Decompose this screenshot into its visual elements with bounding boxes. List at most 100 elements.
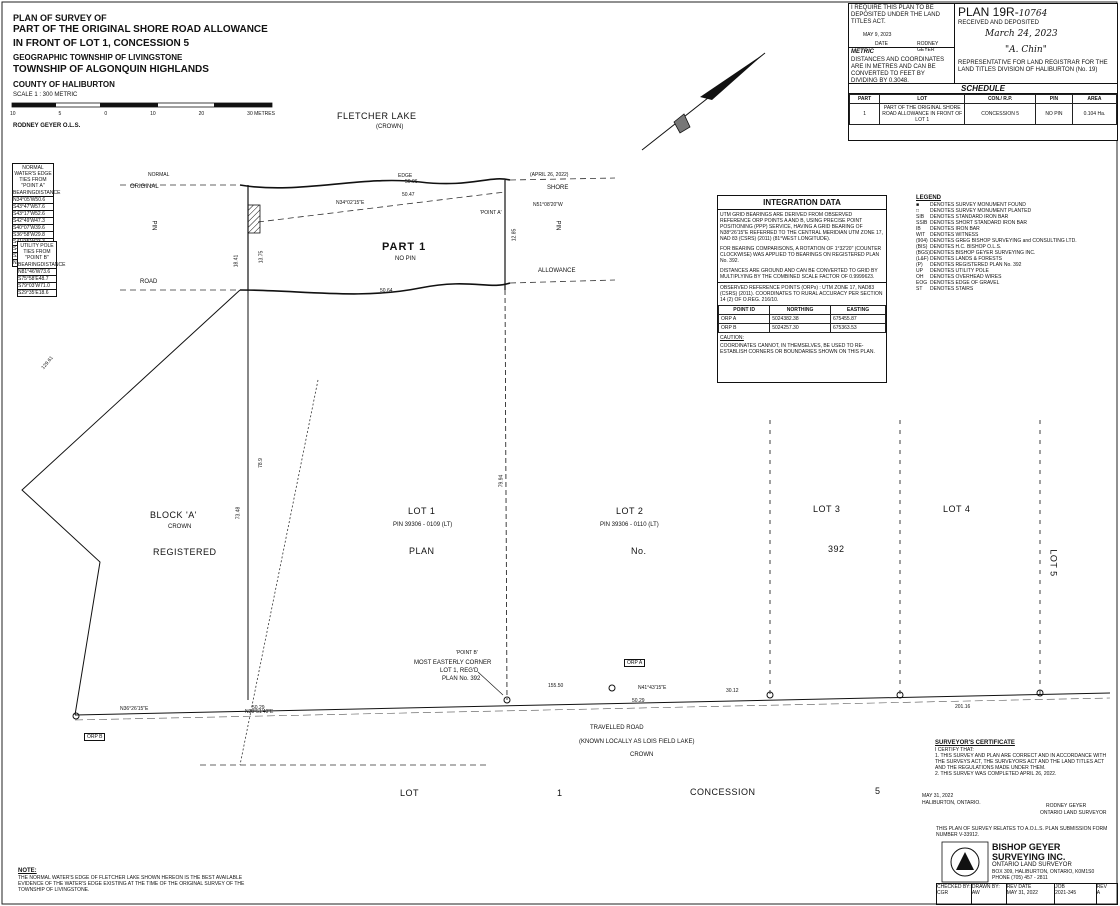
corner-label-3: PLAN No. 392 (442, 676, 481, 682)
dim-right: 12.85 (511, 228, 518, 242)
dim-bottom-arc: 50.64 (380, 288, 393, 294)
corner-label-2: LOT 1, REG'D (440, 668, 479, 674)
label-pin-left: PIN (150, 220, 157, 231)
label-original: ORIGINAL (130, 184, 159, 190)
dim-lot: 50.29 (632, 698, 645, 704)
aols-text: THIS PLAN OF SURVEY RELATES TO A.O.L.S. … (936, 826, 1108, 838)
scale-bar (11, 102, 273, 108)
label-pin-right: PIN (554, 220, 561, 231)
label-plan-no: 392 (828, 544, 845, 554)
scale-ticks: 10 5 0 10 20 30 METRES (10, 111, 275, 117)
dim-top-arc: 50.96 (405, 179, 418, 185)
orp-b-label: ORP B (84, 733, 106, 741)
label-road: ROAD (140, 279, 158, 285)
label-no: No. (631, 546, 647, 556)
label-travelled-road: TRAVELLED ROAD (590, 725, 644, 731)
surveyor-name: RODNEY GEYER O.L.S. (13, 123, 81, 129)
dim-bearing-top: N34°02'15"E (336, 200, 365, 206)
orp-a-label: ORP A (624, 659, 646, 667)
dim-left: 18.41 (233, 254, 240, 268)
lake-sub: (CROWN) (376, 124, 404, 130)
company-block: BISHOP GEYER SURVEYING INC. ONTARIO LAND… (992, 842, 1095, 881)
label-bottom-1: 1 (557, 788, 563, 798)
label-pin-lot1: PIN 39306 - 0109 (LT) (393, 522, 453, 528)
dim-bearing-road: N41°43'15"E (638, 685, 667, 691)
cert-signer-title: ONTARIO LAND SURVEYOR (1040, 810, 1107, 816)
cert-signer: RODNEY GEYER (1046, 803, 1087, 809)
label-lot5: LOT 5 (1048, 549, 1059, 577)
cert-date: MAY 31, 2022 (922, 793, 954, 799)
label-known-as: (KNOWN LOCALLY AS LOIS FIELD LAKE) (579, 739, 695, 745)
scale-label: SCALE 1 : 300 METRIC (13, 92, 78, 98)
dim-lot2: 201.16 (955, 704, 971, 710)
part1-label: PART 1 (382, 241, 427, 253)
title-line-3: IN FRONT OF LOT 1, CONCESSION 5 (13, 38, 190, 49)
title-line-5: TOWNSHIP OF ALGONQUIN HIGHLANDS (13, 64, 209, 75)
label-water-date: (APRIL 26, 2022) (530, 172, 569, 178)
legend-item: ■DENOTES SURVEY MONUMENT FOUND (916, 202, 1026, 208)
legend-item: (BIS)DENOTES H.C. BISHOP O.L.S. (916, 244, 1002, 250)
integration-data-box: INTEGRATION DATA UTM GRID BEARINGS ARE D… (717, 195, 887, 383)
label-road-crown: CROWN (630, 752, 654, 758)
legend: LEGEND ■DENOTES SURVEY MONUMENT FOUND□DE… (916, 195, 1081, 292)
label-block-a: BLOCK 'A' (150, 510, 197, 520)
point-a-label: 'POINT A' (480, 210, 502, 216)
legend-item: (L&F)DENOTES LANDS & FORESTS (916, 256, 1002, 262)
dim-bearing-road2: N36°26'15"E (120, 706, 149, 712)
title-line-6: COUNTY OF HALIBURTON (13, 80, 115, 89)
shoreline-bottom (239, 282, 511, 295)
dim-road2: 30.12 (726, 688, 739, 694)
dim-west-bearing: N38°51'40"E (245, 709, 274, 715)
legend-item: (BGS)DENOTES BISHOP GEYER SURVEYING INC. (916, 250, 1036, 256)
label-registered: REGISTERED (153, 547, 217, 557)
label-lot1: LOT 1 (408, 506, 436, 516)
shoreline-top (239, 178, 511, 189)
note-block: NOTE: THE NORMAL WATER'S EDGE OF FLETCHE… (18, 868, 245, 893)
title-line-4: GEOGRAPHIC TOWNSHIP OF LIVINGSTONE (13, 53, 183, 62)
title-line-1: PLAN OF SURVEY OF (13, 13, 107, 23)
deposit-box: I REQUIRE THIS PLAN TO BE DEPOSITED UNDE… (848, 3, 956, 85)
surveyor-certificate: SURVEYOR'S CERTIFICATE I CERTIFY THAT: 1… (935, 740, 1107, 777)
legend-item: (P)DENOTES REGISTERED PLAN No. 392 (916, 262, 1022, 268)
label-lot4: LOT 4 (943, 504, 971, 514)
dim-diag: 73.48 (235, 506, 242, 520)
label-pin-lot2: PIN 39306 - 0110 (LT) (600, 522, 659, 528)
label-allowance: ALLOWANCE (538, 268, 576, 274)
label-block-crown: CROWN (168, 524, 192, 530)
label-bottom-5: 5 (875, 786, 881, 796)
label-bottom-concession: CONCESSION (690, 787, 756, 797)
label-shore: SHORE (547, 185, 569, 191)
cert-place: HALIBURTON, ONTARIO. (922, 800, 981, 806)
label-normal: NORMAL (148, 172, 170, 178)
label-lot3: LOT 3 (813, 504, 841, 514)
title-line-2: PART OF THE ORIGINAL SHORE ROAD ALLOWANC… (13, 24, 268, 35)
part1-pin: NO PIN (395, 256, 416, 262)
label-edge: EDGE (398, 173, 413, 179)
dim-bearing-east: N51°08'20"W (533, 202, 563, 208)
point-b-label: 'POINT B' (456, 650, 478, 656)
label-bottom-lot: LOT (400, 788, 420, 798)
label-lot2: LOT 2 (616, 506, 644, 516)
lake-name: FLETCHER LAKE (337, 111, 417, 121)
